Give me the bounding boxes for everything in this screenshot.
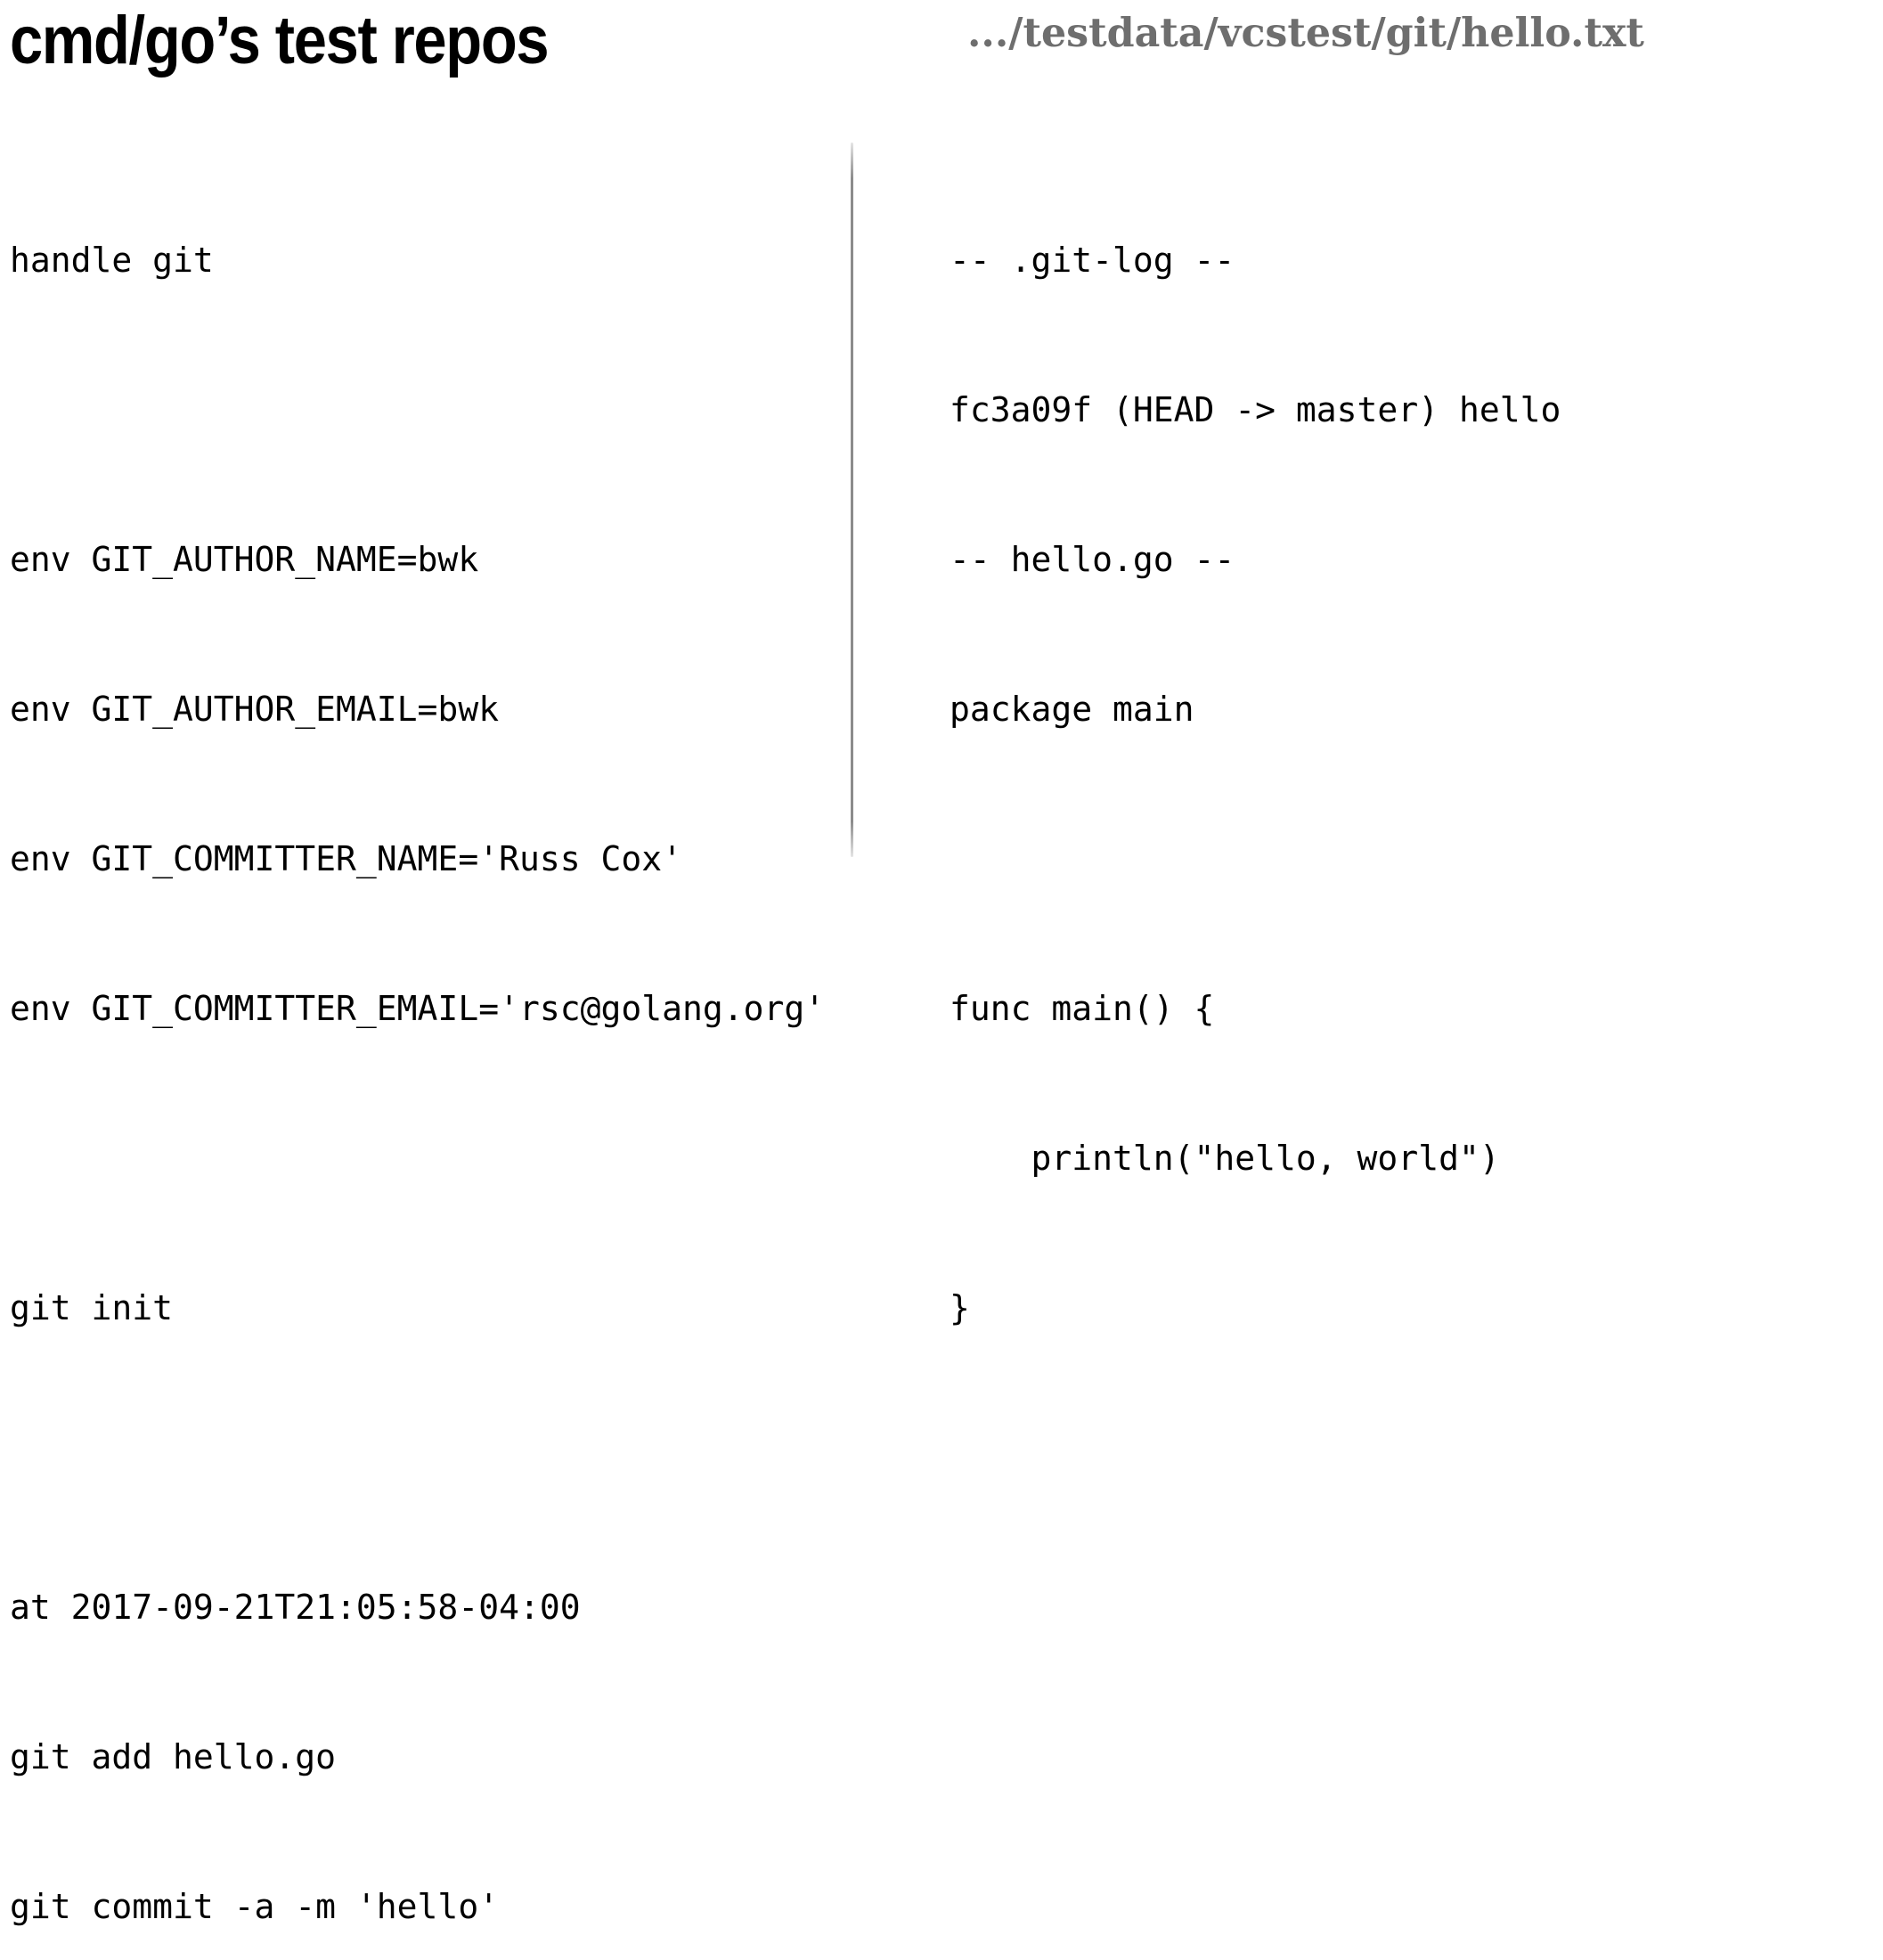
code-line: env GIT_AUTHOR_EMAIL=bwk	[10, 690, 500, 729]
code-line: package main	[950, 690, 1194, 729]
archive-code-block: -- .git-log -- fc3a09f (HEAD -> master) …	[950, 135, 1867, 1383]
code-line: at 2017-09-21T21:05:58-04:00	[10, 1588, 581, 1627]
code-line-blank	[10, 1433, 838, 1482]
code-line: env GIT_COMMITTER_EMAIL='rsc@golang.org'	[10, 989, 826, 1028]
script-code-block: handle git env GIT_AUTHOR_NAME=bwk env G…	[10, 135, 838, 1960]
code-line: git add hello.go	[10, 1737, 337, 1776]
page-title: cmd/go’s test repos	[10, 3, 550, 78]
code-line-blank	[10, 385, 838, 435]
code-line: env GIT_AUTHOR_NAME=bwk	[10, 540, 479, 579]
slide-header: cmd/go’s test repos .../testdata/vcstest…	[0, 0, 1883, 93]
code-line: fc3a09f (HEAD -> master) hello	[950, 390, 1561, 429]
code-line-blank	[10, 1133, 838, 1183]
code-line: handle git	[10, 241, 214, 280]
code-line: func main() {	[950, 989, 1215, 1028]
code-line-blank	[950, 834, 1867, 884]
code-line: env GIT_COMMITTER_NAME='Russ Cox'	[10, 839, 682, 878]
column-divider	[851, 143, 853, 857]
code-line: -- hello.go --	[950, 540, 1235, 579]
code-line: git init	[10, 1288, 174, 1327]
code-line: println("hello, world")	[950, 1139, 1500, 1178]
code-line: }	[950, 1288, 970, 1327]
code-line: git commit -a -m 'hello'	[10, 1887, 500, 1926]
file-path-label: .../testdata/vcstest/git/hello.txt	[967, 9, 1644, 56]
code-line: -- .git-log --	[950, 241, 1235, 280]
